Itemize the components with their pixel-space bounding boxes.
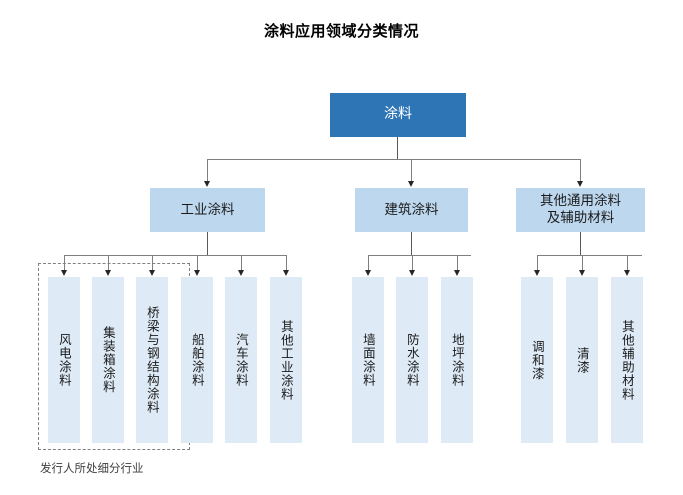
arrow-leaf-8-icon xyxy=(408,270,415,276)
connector-drop-leaf-6 xyxy=(286,255,287,271)
node-other-general-coatings-label-line1: 其他通用涂料 xyxy=(540,193,621,210)
connector-drop-leaf-11 xyxy=(582,255,583,271)
page-title: 涂料应用领域分类情况 xyxy=(263,22,419,40)
arrow-leaf-2-icon xyxy=(104,270,111,276)
node-container-coatings-label: 集装箱涂料 xyxy=(100,326,116,394)
node-floor-coatings-label: 地坪涂料 xyxy=(449,333,465,387)
node-automotive-coatings-label: 汽车涂料 xyxy=(233,333,249,387)
arrow-leaf-5-icon xyxy=(237,270,244,276)
node-automotive-coatings[interactable]: 汽车涂料 xyxy=(225,277,257,443)
diagram-caption: 发行人所处细分行业 xyxy=(40,461,144,475)
arrow-leaf-3-icon xyxy=(148,270,155,276)
node-marine-coatings-label: 船舶涂料 xyxy=(189,333,205,387)
node-other-auxiliary-materials[interactable]: 其他辅助材料 xyxy=(611,277,643,443)
connector-drop-leaf-12 xyxy=(627,255,628,271)
node-blended-paint[interactable]: 调和漆 xyxy=(521,277,553,443)
connector-root-stem xyxy=(397,137,399,159)
node-wall-coatings-label: 墙面涂料 xyxy=(360,333,376,387)
connector-drop-leaf-9 xyxy=(457,255,458,271)
connector-drop-leaf-7 xyxy=(368,255,369,271)
node-waterproof-coatings-label: 防水涂料 xyxy=(404,333,420,387)
node-marine-coatings[interactable]: 船舶涂料 xyxy=(181,277,213,443)
connector-stem-other xyxy=(580,232,582,255)
node-root-label: 涂料 xyxy=(384,106,412,123)
connector-bus-industrial xyxy=(64,255,286,256)
connector-stem-architectural xyxy=(411,232,413,255)
node-floor-coatings[interactable]: 地坪涂料 xyxy=(441,277,473,443)
node-other-industrial-coatings-label: 其他工业涂料 xyxy=(278,319,294,401)
node-other-general-coatings[interactable]: 其他通用涂料 及辅助材料 xyxy=(516,188,645,232)
node-other-auxiliary-materials-label: 其他辅助材料 xyxy=(619,319,635,401)
node-other-industrial-coatings[interactable]: 其他工业涂料 xyxy=(270,277,302,443)
connector-drop-leaf-10 xyxy=(537,255,538,271)
arrow-leaf-1-icon xyxy=(60,270,67,276)
arrow-leaf-12-icon xyxy=(623,270,630,276)
connector-bus-other xyxy=(537,255,642,256)
connector-drop-l2-1 xyxy=(207,159,208,182)
arrow-leaf-9-icon xyxy=(453,270,460,276)
connector-stem-industrial xyxy=(207,232,209,255)
arrow-leaf-10-icon xyxy=(533,270,540,276)
node-architectural-coatings[interactable]: 建筑涂料 xyxy=(355,188,468,232)
node-bridge-steel-structure-coatings[interactable]: 桥梁与钢结构涂料 xyxy=(136,277,168,443)
arrow-l2-3-icon xyxy=(576,181,583,187)
arrow-l2-2-icon xyxy=(407,181,414,187)
connector-root-bus xyxy=(207,159,580,160)
arrow-leaf-7-icon xyxy=(364,270,371,276)
node-varnish-label: 清漆 xyxy=(574,346,590,374)
connector-drop-leaf-5 xyxy=(241,255,242,271)
node-other-general-coatings-label-line2: 及辅助材料 xyxy=(546,210,615,226)
node-container-coatings[interactable]: 集装箱涂料 xyxy=(92,277,124,443)
arrow-l2-1-icon xyxy=(203,181,210,187)
node-bridge-steel-structure-coatings-label: 桥梁与钢结构涂料 xyxy=(144,306,160,414)
connector-drop-leaf-4 xyxy=(197,255,198,271)
node-waterproof-coatings[interactable]: 防水涂料 xyxy=(396,277,428,443)
arrow-leaf-11-icon xyxy=(578,270,585,276)
node-industrial-coatings-label: 工业涂料 xyxy=(180,201,235,218)
connector-drop-leaf-8 xyxy=(412,255,413,271)
node-root-coating[interactable]: 涂料 xyxy=(330,93,466,137)
arrow-leaf-6-icon xyxy=(282,270,289,276)
connector-bus-architectural xyxy=(368,255,471,256)
connector-drop-l2-2 xyxy=(411,159,412,182)
node-architectural-coatings-label: 建筑涂料 xyxy=(384,201,439,218)
node-varnish[interactable]: 清漆 xyxy=(566,277,598,443)
node-wall-coatings[interactable]: 墙面涂料 xyxy=(352,277,384,443)
node-blended-paint-label: 调和漆 xyxy=(529,339,545,381)
node-wind-power-coatings-label: 风电涂料 xyxy=(56,333,72,387)
node-wind-power-coatings[interactable]: 风电涂料 xyxy=(48,277,80,443)
arrow-leaf-4-icon xyxy=(193,270,200,276)
connector-drop-l2-3 xyxy=(580,159,581,182)
node-industrial-coatings[interactable]: 工业涂料 xyxy=(150,188,265,232)
